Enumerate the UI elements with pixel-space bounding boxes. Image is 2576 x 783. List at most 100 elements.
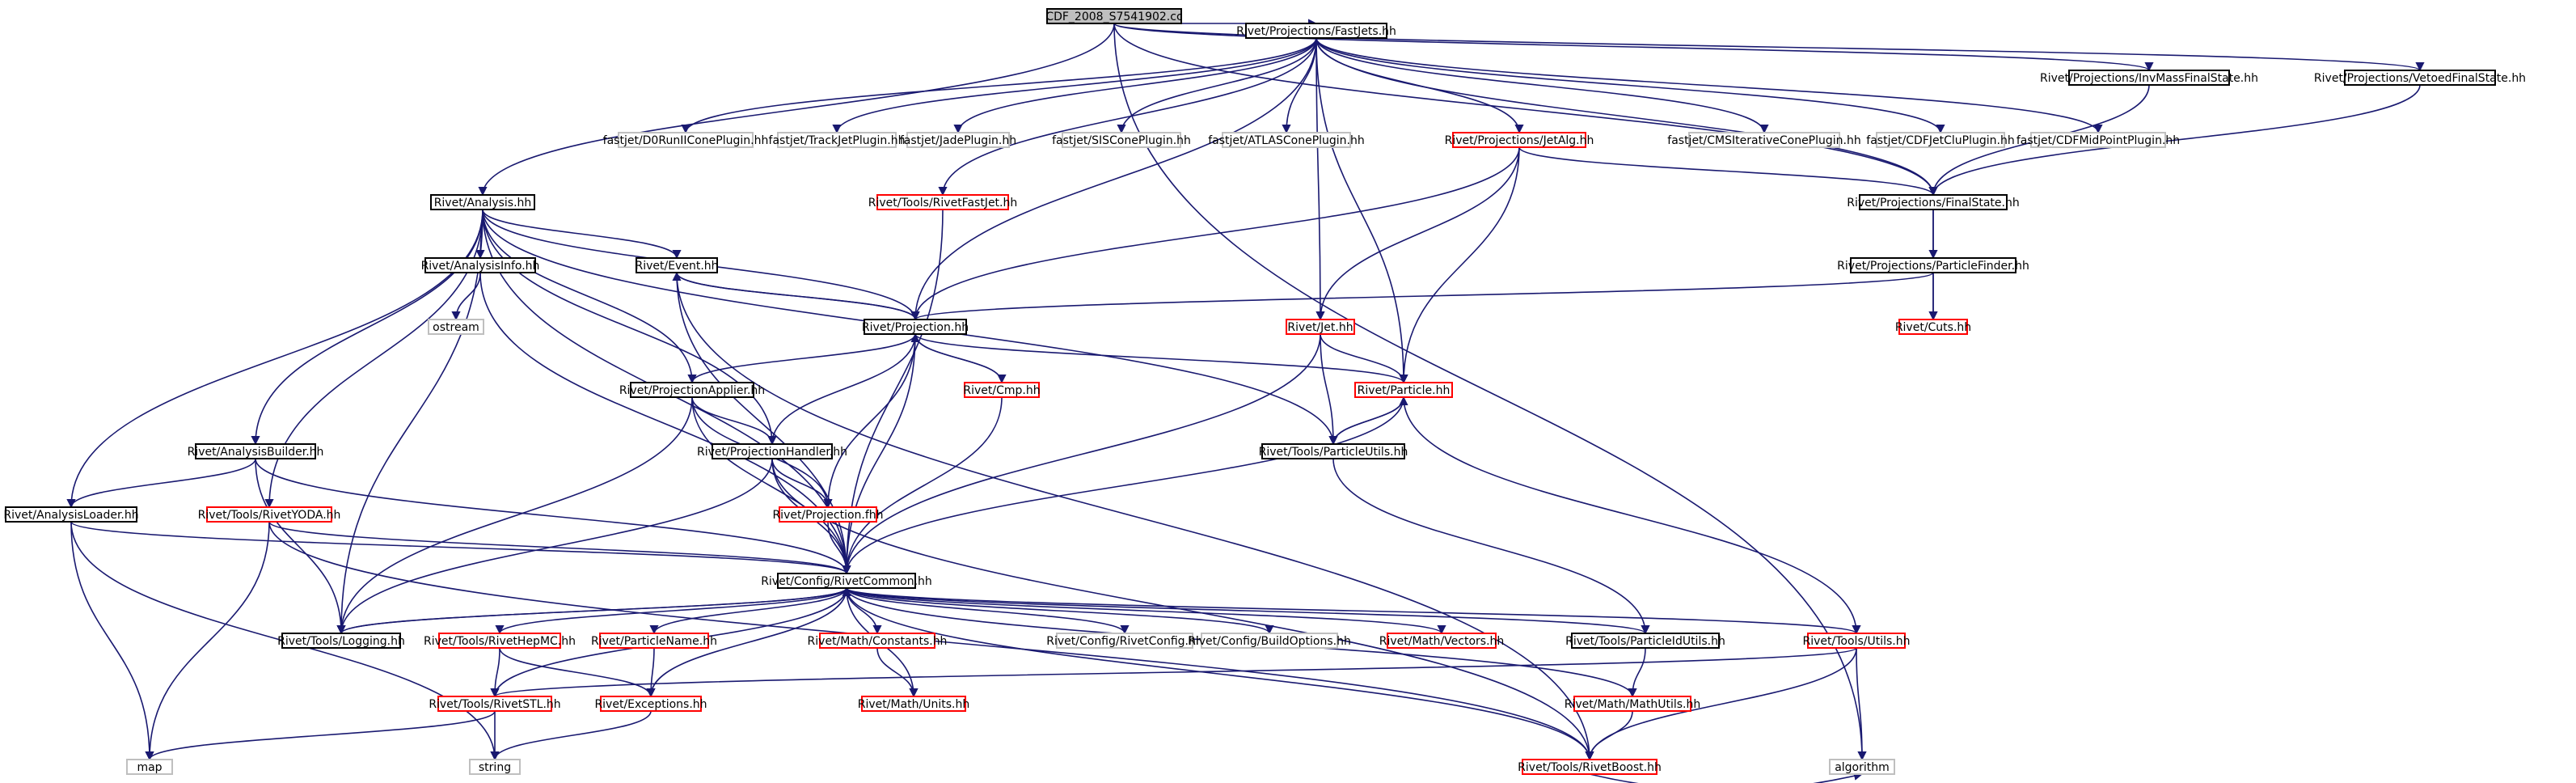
edge-rivetcommon-to-buildoptions: [846, 587, 1274, 635]
node-rivetfastjet-label: Rivet/Tools/RivetFastJet.hh: [868, 197, 1018, 210]
node-analysisinfo-box: [424, 257, 536, 273]
node-projection-label: Rivet/Projection.hh: [862, 321, 969, 334]
node-exceptions[interactable]: Rivet/Exceptions.hh: [594, 696, 707, 712]
node-rivetconfig-label: Rivet/Config/RivetConfig.hh: [1046, 635, 1202, 648]
node-siscone[interactable]: fastjet/SISConePlugin.hh: [1052, 132, 1191, 148]
node-string[interactable]: string: [469, 759, 521, 775]
node-projection-box: [864, 319, 967, 335]
edge-root-to-invmass: [1113, 23, 2154, 72]
edge-analysisinfo-to-ostream: [451, 272, 481, 321]
edge-root-to-analysis: [478, 23, 1115, 197]
node-jet[interactable]: Rivet/Jet.hh: [1286, 319, 1355, 335]
node-rivetconfig[interactable]: Rivet/Config/RivetConfig.hh: [1046, 633, 1203, 649]
edge-projection-to-projfhh: [823, 333, 916, 509]
edge-rivetcommon-to-vectors: [846, 587, 1446, 635]
edge-particle-to-rivetcommon: [842, 396, 1404, 575]
node-invmass-label: Rivet/Projections/InvMassFinalState.hh: [2040, 72, 2258, 85]
node-rivetstl-label: Rivet/Tools/RivetSTL.hh: [429, 698, 560, 711]
node-mathutils-box: [1573, 696, 1691, 712]
edge-analysisbuilder-to-analysisloader: [66, 458, 256, 509]
node-rivethepmc[interactable]: Rivet/Tools/RivetHepMC.hh: [424, 633, 576, 649]
node-trackjet[interactable]: fastjet/TrackJetPlugin.hh: [769, 132, 906, 148]
node-atlascone[interactable]: fastjet/ATLASConePlugin.hh: [1208, 132, 1365, 148]
node-particleidutils[interactable]: Rivet/Tools/ParticleIdUtils.hh: [1565, 633, 1725, 649]
node-cmp[interactable]: Rivet/Cmp.hh: [963, 382, 1041, 398]
node-cuts-label: Rivet/Cuts.hh: [1895, 321, 1971, 334]
node-cuts[interactable]: Rivet/Cuts.hh: [1895, 319, 1971, 335]
node-finalstate[interactable]: Rivet/Projections/FinalState.hh: [1847, 194, 2020, 210]
node-rivetstl[interactable]: Rivet/Tools/RivetSTL.hh: [429, 696, 561, 712]
node-ostream[interactable]: ostream: [428, 319, 484, 335]
node-vetoed[interactable]: Rivet/Projections/VetoedFinalState.hh: [2314, 70, 2526, 86]
node-analysisinfo[interactable]: Rivet/AnalysisInfo.hh: [421, 257, 540, 273]
node-particle[interactable]: Rivet/Particle.hh: [1354, 382, 1453, 398]
node-analysisbuilder[interactable]: Rivet/AnalysisBuilder.hh: [188, 443, 324, 459]
edge-fastjets-to-finalstate: [1315, 37, 1938, 197]
edge-vetoed-to-finalstate: [1928, 84, 2421, 197]
edge-fastjets-to-trackjet: [832, 37, 1317, 134]
node-projapplier[interactable]: Rivet/ProjectionApplier.hh: [619, 382, 765, 398]
node-jetalg-label: Rivet/Projections/JetAlg.hh: [1445, 134, 1594, 147]
node-vetoed-box: [2344, 70, 2496, 86]
node-rivetyoda[interactable]: Rivet/Tools/RivetYODA.hh: [198, 506, 341, 523]
node-vectors[interactable]: Rivet/Math/Vectors.hh: [1379, 633, 1505, 649]
edge-fastjets-to-d0run: [681, 37, 1317, 134]
node-event[interactable]: Rivet/Event.hh: [635, 257, 719, 273]
node-toolsutils[interactable]: Rivet/Tools/Utils.hh: [1803, 633, 1911, 649]
node-mathutils[interactable]: Rivet/Math/MathUtils.hh: [1565, 696, 1701, 712]
node-jade[interactable]: fastjet/JadePlugin.hh: [900, 132, 1016, 148]
node-rivetcommon-box: [777, 573, 916, 589]
node-cmsiter[interactable]: fastjet/CMSIterativeConePlugin.hh: [1667, 132, 1861, 148]
node-rivetboost[interactable]: Rivet/Tools/RivetBoost.hh: [1518, 759, 1662, 775]
node-constants[interactable]: Rivet/Math/Constants.hh: [808, 633, 948, 649]
node-buildoptions[interactable]: Rivet/Config/BuildOptions.hh: [1188, 633, 1351, 649]
node-particleutils[interactable]: Rivet/Tools/ParticleUtils.hh: [1259, 443, 1408, 459]
edge-analysisloader-to-rivetcommon: [70, 521, 851, 575]
node-rivetcommon[interactable]: Rivet/Config/RivetCommon.hh: [761, 573, 932, 589]
node-string-label: string: [479, 761, 511, 774]
node-projfhh[interactable]: Rivet/Projection.fhh: [772, 506, 884, 523]
node-analysis[interactable]: Rivet/Analysis.hh: [430, 194, 535, 210]
node-projfhh-box: [779, 506, 877, 523]
node-vectors-label: Rivet/Math/Vectors.hh: [1379, 635, 1505, 648]
node-analysisloader[interactable]: Rivet/AnalysisLoader.hh: [3, 506, 139, 523]
edge-rivetyoda-to-rivetcommon: [268, 521, 851, 575]
node-rivetfastjet[interactable]: Rivet/Tools/RivetFastJet.hh: [868, 194, 1018, 210]
edge-particleutils-to-particle: [1332, 396, 1408, 445]
edge-projapplier-to-projhandler: [691, 396, 777, 446]
node-invmass[interactable]: Rivet/Projections/InvMassFinalState.hh: [2040, 70, 2258, 86]
node-cdfmid[interactable]: fastjet/CDFMidPointPlugin.hh: [2016, 132, 2180, 148]
node-root[interactable]: CDF_2008_S7541902.cc: [1045, 8, 1183, 24]
node-event-box: [636, 257, 718, 273]
node-logging-box: [281, 633, 401, 649]
edge-particleidutils-to-mathutils: [1628, 647, 1646, 698]
node-d0run-label: fastjet/D0RunIIConePlugin.hh: [603, 134, 769, 147]
node-fastjets[interactable]: Rivet/Projections/FastJets.hh: [1236, 23, 1396, 39]
edge-analysis-to-projapplier: [482, 209, 697, 384]
edge-rivetboost-to-algorithm: [1589, 771, 1864, 783]
edge-fastjets-to-particle: [1315, 37, 1408, 384]
node-particlename[interactable]: Rivet/ParticleName.hh: [591, 633, 717, 649]
node-particle-label: Rivet/Particle.hh: [1358, 384, 1451, 397]
node-string-box: [469, 759, 521, 775]
node-projection[interactable]: Rivet/Projection.hh: [862, 319, 969, 335]
node-particlefinder[interactable]: Rivet/Projections/ParticleFinder.hh: [1837, 257, 2029, 273]
node-map[interactable]: map: [126, 759, 173, 775]
node-rivetstl-box: [437, 696, 552, 712]
node-projhandler[interactable]: Rivet/ProjectionHandler.hh: [697, 443, 847, 459]
node-siscone-box: [1062, 132, 1181, 148]
node-units[interactable]: Rivet/Math/Units.hh: [858, 696, 969, 712]
node-logging[interactable]: Rivet/Tools/Logging.hh: [277, 633, 405, 649]
edge-particlefinder-to-projection: [910, 272, 1934, 321]
node-d0run[interactable]: fastjet/D0RunIIConePlugin.hh: [603, 132, 769, 148]
node-algorithm[interactable]: algorithm: [1829, 759, 1895, 775]
edge-rivetyoda-to-map: [145, 521, 270, 761]
edge-logging-to-rivetcommon: [340, 586, 851, 634]
node-cdfjetclu[interactable]: fastjet/CDFJetCluPlugin.hh: [1866, 132, 2015, 148]
node-exceptions-label: Rivet/Exceptions.hh: [594, 698, 707, 711]
node-rivetconfig-box: [1056, 633, 1193, 649]
node-rivethepmc-label: Rivet/Tools/RivetHepMC.hh: [424, 635, 576, 648]
edge-particlename-to-exceptions: [646, 647, 656, 698]
edge-projection-to-projhandler: [767, 333, 916, 446]
node-jetalg[interactable]: Rivet/Projections/JetAlg.hh: [1445, 132, 1594, 148]
